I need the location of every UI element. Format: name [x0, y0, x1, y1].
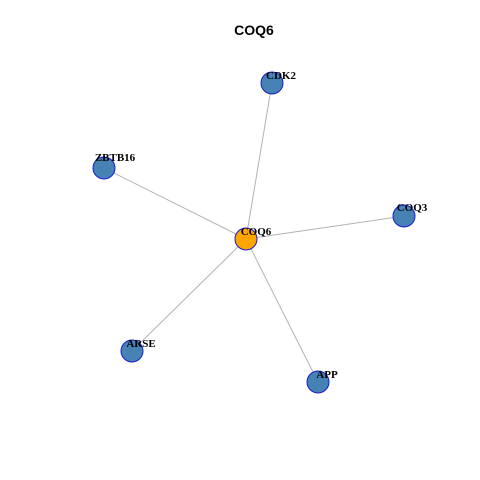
diagram-title: COQ6: [234, 22, 274, 38]
node-coq3[interactable]: COQ3: [392, 202, 428, 228]
edge-coq6-coq3: [245, 215, 405, 240]
edge-coq6-arse: [131, 238, 247, 352]
node-label: CDK2: [266, 70, 296, 82]
node-app[interactable]: APP: [306, 369, 338, 394]
node-circle: [120, 339, 144, 363]
node-label: COQ3: [397, 202, 428, 214]
edge-coq6-app: [245, 238, 319, 383]
node-coq6-center[interactable]: COQ6: [234, 226, 272, 251]
edge-coq6-cdk2: [245, 82, 273, 240]
node-zbtb16[interactable]: ZBTB16: [92, 152, 136, 180]
node-cdk2[interactable]: CDK2: [260, 70, 296, 95]
node-circle: [306, 370, 330, 394]
node-circle: [260, 71, 284, 95]
node-circle: [92, 156, 116, 180]
node-circle: [392, 204, 416, 228]
node-label: ZBTB16: [95, 152, 136, 164]
node-label: APP: [316, 369, 338, 381]
node-arse[interactable]: ARSE: [120, 338, 156, 363]
center-node-circle: [234, 227, 258, 251]
nodes-group: CDK2 ZBTB16 COQ3 ARSE APP COQ6: [92, 70, 428, 394]
edges-group: [103, 82, 405, 383]
node-label: ARSE: [126, 338, 155, 350]
edge-coq6-zbtb16: [103, 167, 247, 240]
center-node-label: COQ6: [241, 226, 272, 238]
